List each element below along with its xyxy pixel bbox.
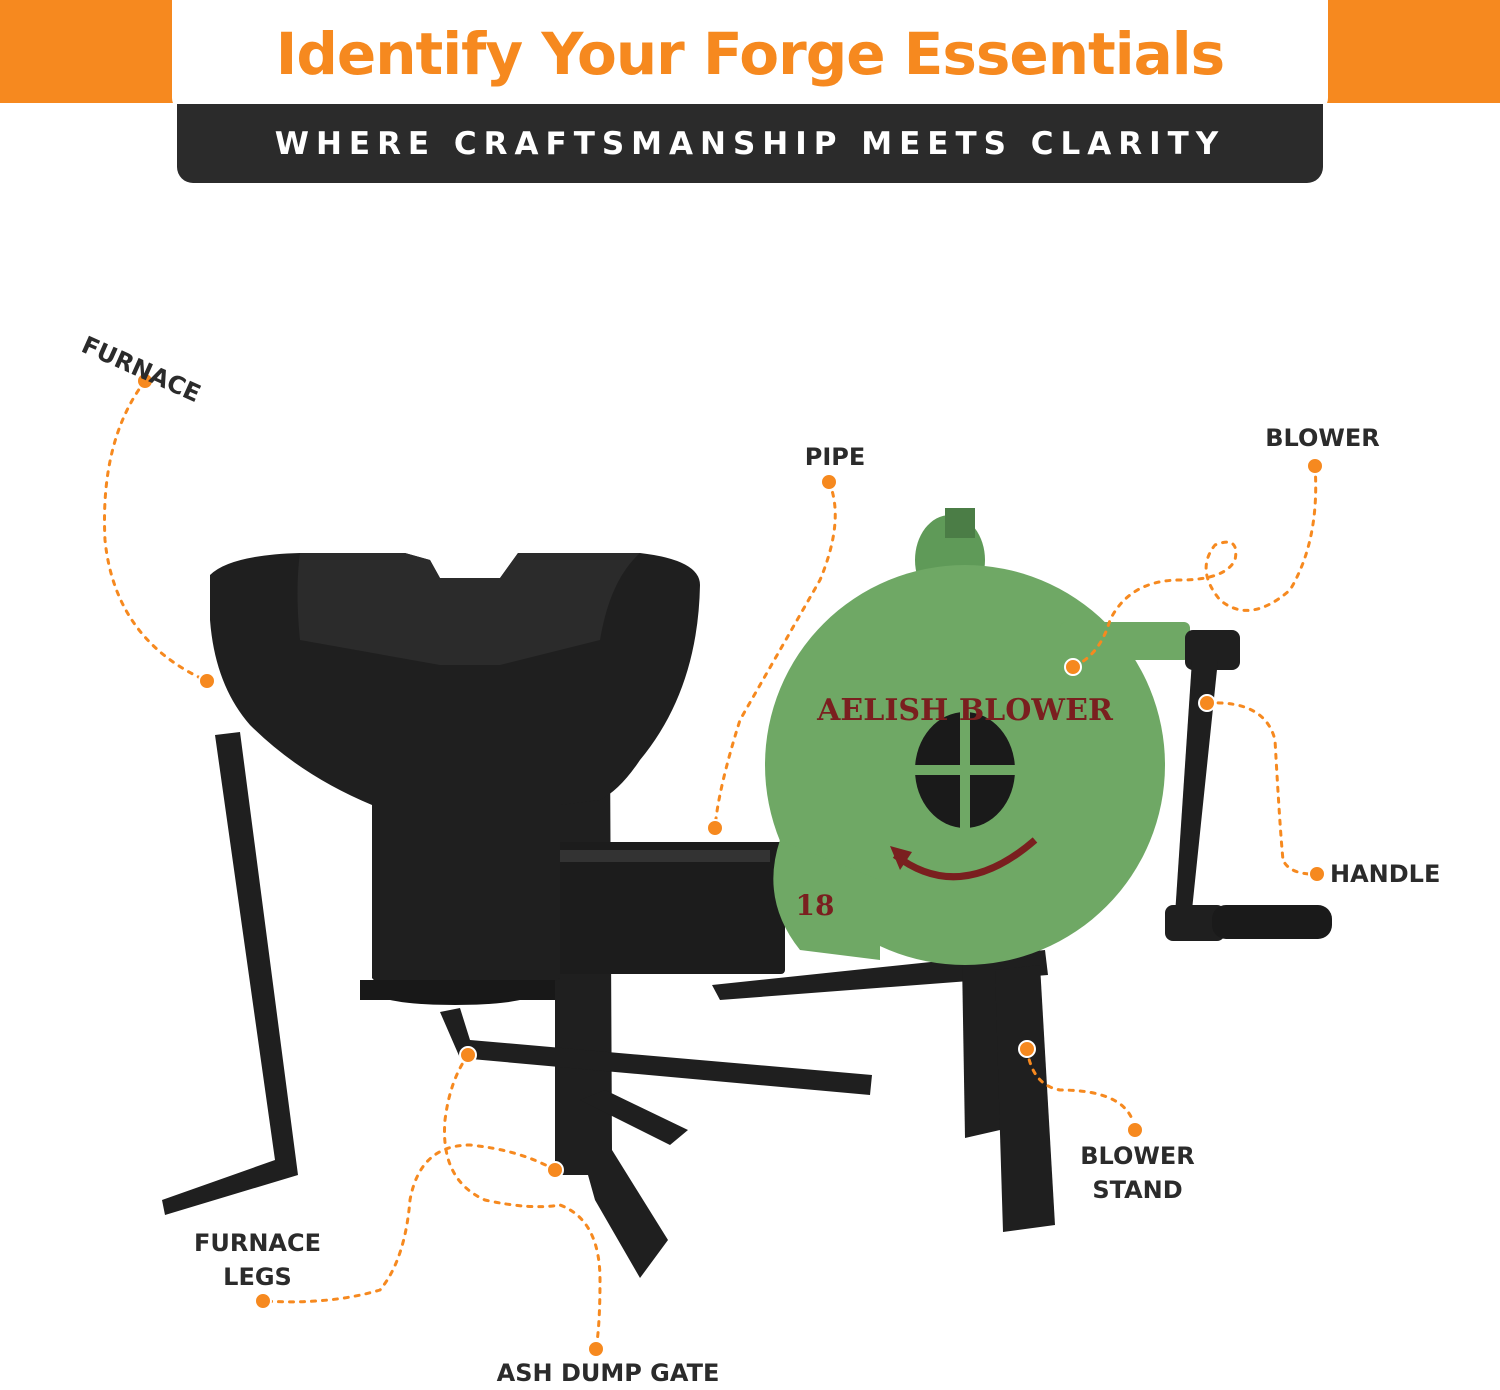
handle-leader-line — [1205, 701, 1319, 876]
blower-label: BLOWER — [1265, 424, 1380, 452]
ash-dump-gate-dot — [587, 1340, 605, 1358]
blower-stand-label-line1: BLOWER — [1080, 1142, 1195, 1170]
ash-dump-gate-anchor-dot — [459, 1046, 477, 1064]
pipe-dot — [820, 473, 838, 491]
furnace-anchor-dot — [198, 672, 216, 690]
furnace-legs-label: FURNACE LEGS — [180, 1226, 335, 1294]
ash-dump-gate-leader-line — [443, 1053, 602, 1351]
blower-stand-anchor-dot — [1018, 1040, 1036, 1058]
furnace-legs-dot — [254, 1292, 272, 1310]
blower-number: 18 — [796, 889, 835, 922]
furnace-legs-label-line1: FURNACE — [193, 1229, 322, 1257]
blower-dot — [1306, 457, 1324, 475]
pipe-leader-line — [713, 480, 837, 830]
crank-handle — [1165, 630, 1332, 941]
handle-dot — [1308, 865, 1326, 883]
handle-label: HANDLE — [1330, 860, 1441, 888]
furnace-legs-anchor-dot — [546, 1161, 564, 1179]
ash-dump-gate-label: ASH DUMP GATE — [496, 1359, 720, 1387]
furnace-dot — [136, 372, 154, 390]
pipe-label: PIPE — [804, 443, 866, 471]
furnace-legs-label-line2: LEGS — [223, 1263, 292, 1291]
furnace-legs-leader-line — [261, 1143, 557, 1304]
title-plate — [172, 0, 1328, 112]
furnace-leader-line — [103, 379, 209, 683]
callout-lines — [103, 379, 1319, 1351]
page-title: Identify Your Forge Essentials — [275, 20, 1225, 88]
blower-anchor-dot — [1064, 658, 1082, 676]
blower-stand-label: BLOWER STAND — [1065, 1139, 1210, 1207]
blower-casting-text: AELISH BLOWER — [816, 693, 1114, 728]
ash-dump-gate — [440, 1008, 872, 1095]
callout-dots — [136, 372, 1326, 1358]
page-subtitle: WHERE CRAFTSMANSHIP MEETS CLARITY — [274, 126, 1226, 162]
blower-stand-dot — [1126, 1121, 1144, 1139]
handle-anchor-dot — [1198, 694, 1216, 712]
blower-stand — [712, 950, 1055, 1232]
subtitle-bar — [177, 104, 1323, 183]
blower-stand-leader-line — [1025, 1047, 1137, 1132]
pipe — [535, 842, 785, 974]
pipe-anchor-dot — [706, 819, 724, 837]
blower-leader-line — [1071, 464, 1318, 669]
furnace — [210, 553, 700, 1005]
blower-stand-label-line2: STAND — [1092, 1176, 1183, 1204]
